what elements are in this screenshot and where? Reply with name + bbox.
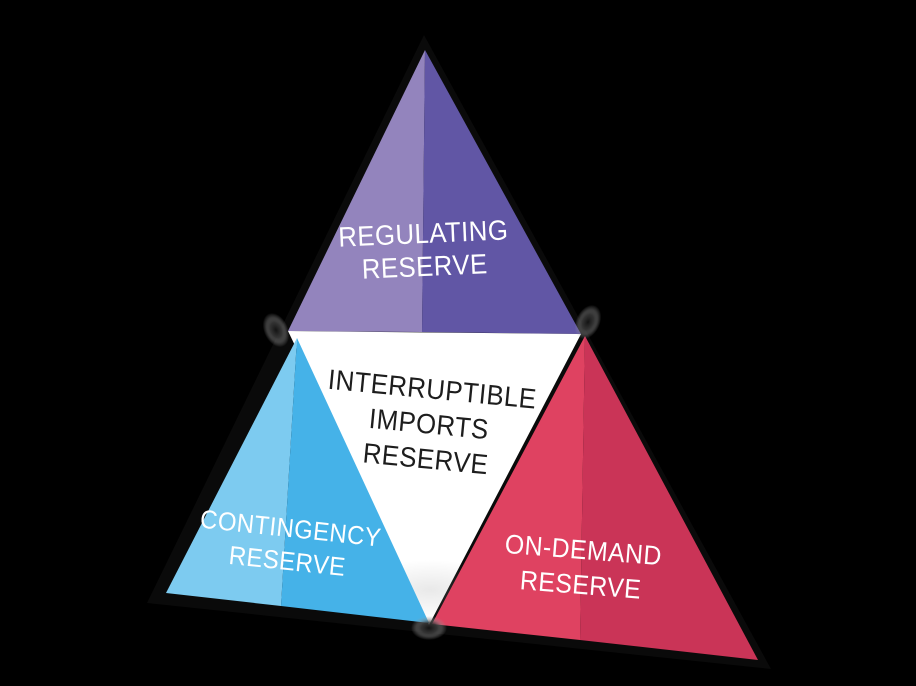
fold-shadow-right: [574, 304, 602, 340]
interruptible-label: INTERRUPTIBLE IMPORTS RESERVE: [320, 362, 538, 487]
ondemand-label: ON-DEMAND RESERVE: [501, 527, 663, 609]
interruptible-face: [288, 331, 581, 625]
contingency-face-right: [281, 338, 429, 623]
fold-shadow-bottom: [411, 616, 447, 640]
regulating-face-left: [288, 50, 425, 332]
fold-shadow-left: [262, 312, 290, 348]
regulating-label: REGULATING RESERVE: [338, 213, 511, 286]
regulating-face-right: [422, 50, 581, 334]
ondemand-face-right: [580, 336, 758, 660]
ondemand-face-left: [432, 336, 585, 640]
contingency-face-left: [166, 338, 297, 606]
